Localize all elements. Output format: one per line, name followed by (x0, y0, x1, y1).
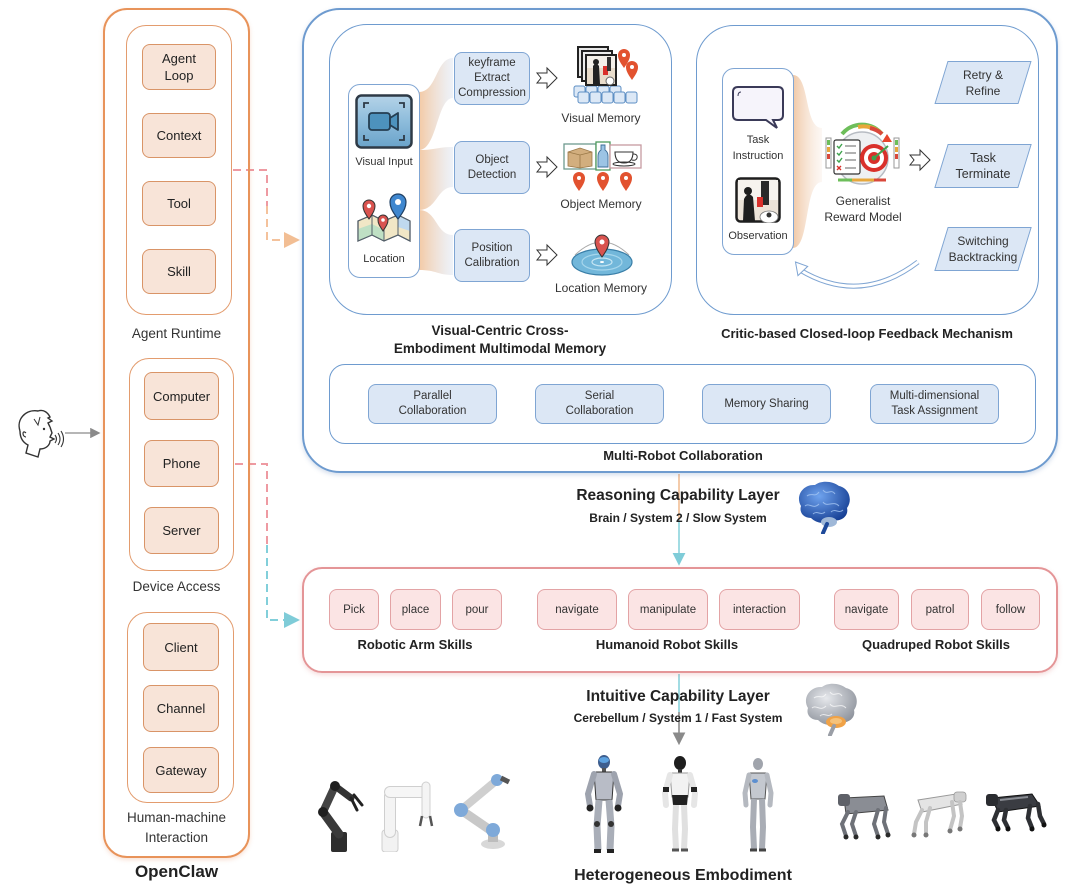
device-access-label: Device Access (132, 579, 221, 594)
reasoning-layer-subtitle: Brain / System 2 / Slow System (589, 511, 767, 525)
task-instruction-label: Task Instruction (732, 134, 784, 162)
tool-module: Tool (142, 181, 216, 226)
context-module: Context (142, 113, 216, 158)
multimodal-memory-panel: Visual Input Location keyframe Extract C… (329, 24, 672, 315)
humanoid-robot-blue-image (584, 755, 624, 853)
agent-loop-module: Agent Loop (142, 44, 216, 90)
agent-runtime-to-reasoning-arrow (266, 206, 300, 248)
feedback-mechanism-title: Critic-based Closed-loop Feedback Mechan… (721, 326, 1013, 341)
switching-backtracking-outcome: Switching Backtracking (941, 227, 1025, 271)
video-camera-icon (355, 94, 413, 149)
intuitive-layer-title: Intuitive Capability Layer (586, 688, 770, 705)
observation-photo-icon (735, 177, 781, 223)
observation-label: Observation (728, 230, 788, 242)
skill-manipulate: manipulate (628, 589, 708, 630)
server-device: Server (144, 507, 219, 554)
humanoid-robot-white-image (661, 756, 699, 852)
client-module: Client (143, 623, 219, 671)
flow-band-position (419, 210, 453, 275)
blue-brain-icon (798, 481, 850, 534)
quadruped-robot-skills-label: Quadruped Robot Skills (861, 637, 1011, 652)
intuitive-layer-subtitle: Cerebellum / System 1 / Fast System (573, 711, 783, 725)
cerebellum-brain-icon (805, 683, 857, 736)
quadruped-robot-gray-image (838, 794, 891, 840)
skill-humanoid-navigate: navigate (537, 589, 617, 630)
position-calibration-step: Position Calibration (454, 229, 530, 282)
task-terminate-outcome: Task Terminate (941, 144, 1025, 188)
multimodal-memory-title: Visual-Centric Cross- Embodiment Multimo… (393, 323, 607, 356)
memory-input-box: Visual Input Location (348, 84, 420, 278)
openclaw-title: OpenClaw (134, 862, 219, 881)
speech-bubble-icon (732, 86, 784, 129)
location-memory-label: Location Memory (554, 281, 648, 295)
multi-robot-collaboration-panel: Parallel Collaboration Serial Collaborat… (329, 364, 1036, 444)
device-access-group: Computer Phone Server (129, 358, 234, 571)
retry-refine-outcome: Retry & Refine (941, 61, 1025, 104)
skill-pick: Pick (329, 589, 379, 630)
hollow-arrow-icon (535, 155, 558, 179)
parallel-collaboration-item: Parallel Collaboration (368, 384, 497, 424)
quadruped-robot-black-image (986, 793, 1047, 832)
quadruped-robot-white-image (911, 791, 967, 838)
skill-module: Skill (142, 249, 216, 294)
device-access-to-intuitive-arrow (266, 545, 300, 628)
multi-robot-collaboration-title: Multi-Robot Collaboration (603, 448, 763, 463)
robotic-arm-skills-label: Robotic Arm Skills (357, 637, 473, 652)
reasoning-layer-container: Visual Input Location keyframe Extract C… (302, 8, 1058, 473)
humanoid-robot-skills-label: Humanoid Robot Skills (595, 637, 739, 652)
visual-memory-label: Visual Memory (561, 111, 641, 125)
object-detection-step: Object Detection (454, 141, 530, 194)
location-label: Location (363, 253, 405, 265)
speaking-person-icon (18, 409, 65, 458)
robotic-arm-white-image (381, 781, 434, 852)
object-memory-label: Object Memory (560, 197, 642, 211)
skill-pour: pour (452, 589, 502, 630)
memory-sharing-item: Memory Sharing (702, 384, 831, 424)
reward-target-icon (825, 122, 900, 185)
hollow-arrow-icon (535, 66, 558, 90)
gateway-module: Gateway (143, 747, 219, 793)
location-radar-icon (571, 234, 633, 276)
flow-band-keyframe (419, 58, 453, 150)
flow-band-object (419, 147, 453, 210)
serial-collaboration-item: Serial Collaboration (535, 384, 664, 424)
detected-objects-icon (563, 141, 642, 191)
skill-follow: follow (981, 589, 1040, 630)
phone-device: Phone (144, 440, 219, 487)
hollow-arrow-icon (908, 148, 931, 172)
agent-runtime-connector-upper (233, 169, 268, 206)
skill-quadruped-navigate: navigate (834, 589, 899, 630)
multi-dimensional-task-assignment-item: Multi-dimensional Task Assignment (870, 384, 999, 424)
feedback-mechanism-panel: Task Instruction Observation (696, 25, 1039, 315)
heterogeneous-embodiment-title: Heterogeneous Embodiment (574, 867, 792, 884)
robotic-arm-dark-image (318, 781, 364, 852)
robotic-arm-collaborative-image (454, 774, 511, 849)
generalist-reward-model-label: Generalist Reward Model (824, 194, 902, 224)
keyframe-extract-compression-step: keyframe Extract Compression (454, 52, 530, 105)
human-machine-interaction-group: Client Channel Gateway (127, 612, 234, 803)
skill-patrol: patrol (911, 589, 969, 630)
intuitive-layer-container: Pick place pour navigate manipulate inte… (302, 567, 1058, 673)
device-access-connector-upper (235, 463, 268, 545)
computer-device: Computer (144, 372, 219, 420)
keyframe-stack-icon (573, 46, 638, 104)
human-machine-interaction-label: Human-machine Interaction (126, 810, 227, 845)
map-pins-icon (357, 193, 411, 242)
skill-place: place (390, 589, 441, 630)
feedback-loop-arrow (794, 260, 920, 289)
reasoning-layer-title: Reasoning Capability Layer (576, 487, 780, 504)
humanoid-robot-silver-image (742, 758, 774, 852)
openclaw-container: Agent Loop Context Tool Skill Agent Runt… (103, 8, 250, 858)
skill-interaction: interaction (719, 589, 800, 630)
agent-runtime-label: Agent Runtime (131, 326, 222, 341)
hollow-arrow-icon (535, 243, 558, 267)
task-observation-box: Task Instruction Observation (722, 68, 794, 255)
visual-input-label: Visual Input (355, 156, 413, 168)
agent-runtime-group: Agent Loop Context Tool Skill (126, 25, 232, 315)
channel-module: Channel (143, 685, 219, 732)
flow-band-feedback (793, 75, 822, 248)
